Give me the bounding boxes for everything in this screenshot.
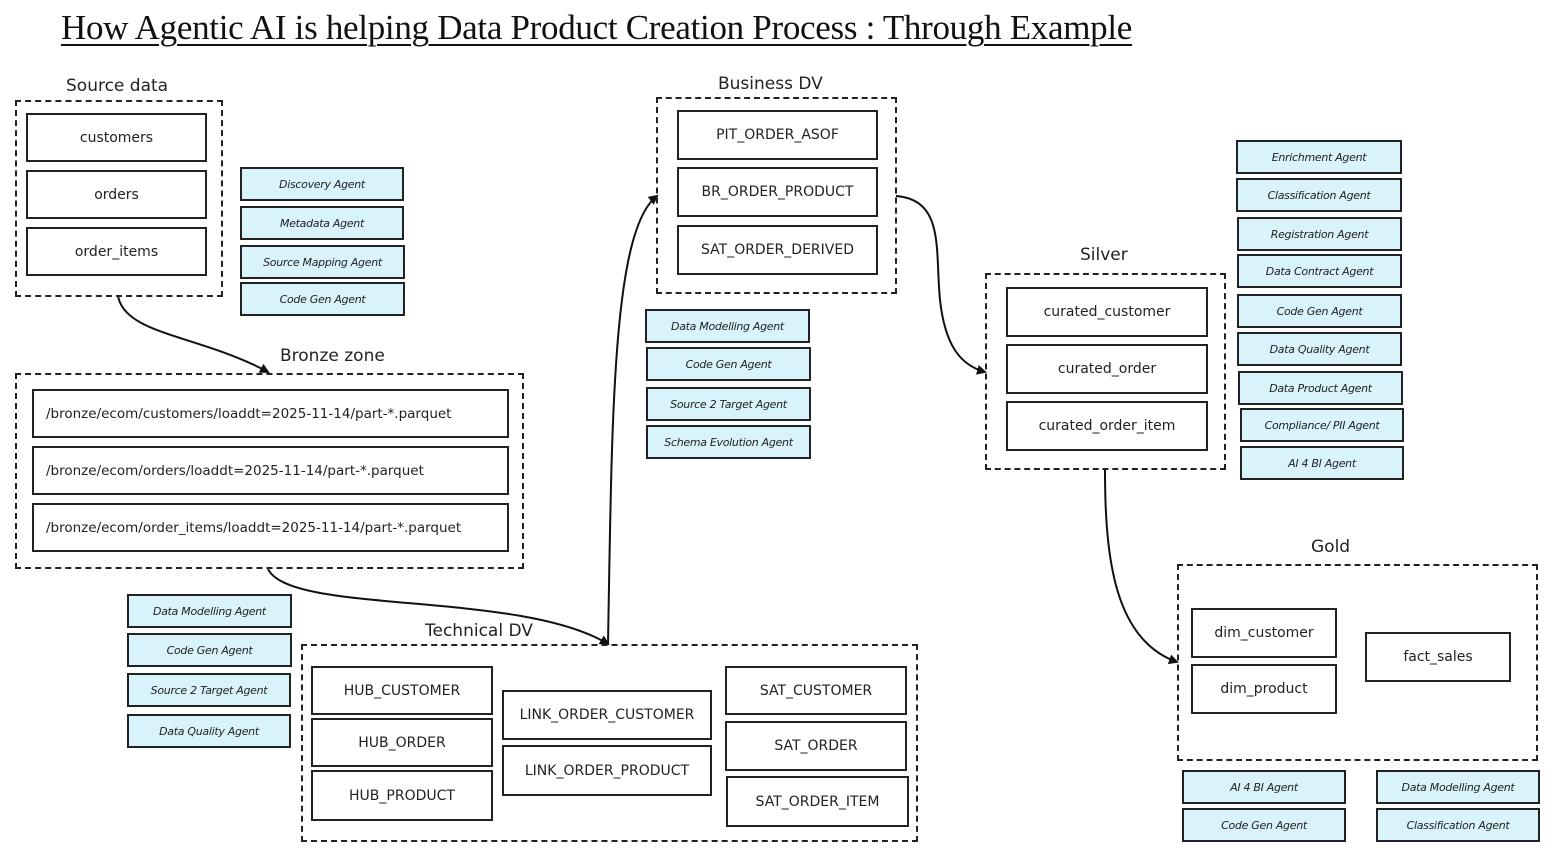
bronze-table[interactable]: /bronze/ecom/orders/loaddt=2025-11-14/pa… — [32, 446, 509, 495]
hub-table[interactable]: HUB_ORDER — [311, 718, 493, 767]
business-table[interactable]: SAT_ORDER_DERIVED — [677, 225, 878, 275]
agent-box[interactable]: Data Modelling Agent — [1376, 770, 1540, 804]
agent-box[interactable]: Code Gen Agent — [1237, 294, 1402, 328]
agent-box[interactable]: Enrichment Agent — [1236, 140, 1402, 174]
agent-box[interactable]: Source 2 Target Agent — [646, 387, 811, 421]
hub-table[interactable]: HUB_PRODUCT — [311, 770, 493, 821]
business-table[interactable]: BR_ORDER_PRODUCT — [677, 167, 878, 217]
agent-box[interactable]: Code Gen Agent — [646, 347, 811, 381]
technical-dv-zone — [301, 644, 918, 842]
silver-label: Silver — [1080, 245, 1128, 265]
arrow-business-to-silver — [895, 195, 987, 375]
agent-box[interactable]: Code Gen Agent — [240, 282, 405, 316]
gold-zone — [1177, 564, 1538, 761]
agent-box[interactable]: Metadata Agent — [240, 206, 404, 240]
agent-box[interactable]: Data Contract Agent — [1237, 254, 1402, 288]
source-table[interactable]: customers — [26, 113, 207, 162]
agent-box[interactable]: Data Product Agent — [1238, 371, 1403, 405]
agent-box[interactable]: Source Mapping Agent — [240, 245, 405, 279]
agent-box[interactable]: Data Quality Agent — [1237, 332, 1402, 366]
bronze-table[interactable]: /bronze/ecom/customers/loaddt=2025-11-14… — [32, 389, 509, 438]
page-title: How Agentic AI is helping Data Product C… — [61, 8, 1133, 47]
hub-table[interactable]: HUB_CUSTOMER — [311, 666, 493, 715]
dim-table[interactable]: dim_customer — [1191, 608, 1337, 658]
sat-table[interactable]: SAT_ORDER — [725, 721, 907, 771]
fact-table[interactable]: fact_sales — [1365, 632, 1511, 682]
source-table[interactable]: orders — [26, 170, 207, 219]
bronze-zone — [15, 373, 524, 569]
gold-label: Gold — [1311, 537, 1351, 557]
business-dv-label: Business DV — [718, 74, 823, 94]
source-data-zone — [15, 100, 223, 297]
agent-box[interactable]: Discovery Agent — [240, 167, 404, 201]
agent-box[interactable]: Code Gen Agent — [127, 633, 292, 667]
agent-box[interactable]: Code Gen Agent — [1182, 808, 1346, 842]
business-table[interactable]: PIT_ORDER_ASOF — [677, 110, 878, 160]
bronze-table[interactable]: /bronze/ecom/order_items/loaddt=2025-11-… — [32, 503, 509, 552]
sat-table[interactable]: SAT_CUSTOMER — [725, 666, 907, 715]
silver-zone — [985, 273, 1226, 470]
agent-box[interactable]: Compliance/ PII Agent — [1240, 408, 1404, 442]
silver-table[interactable]: curated_order — [1006, 344, 1208, 394]
agent-box[interactable]: Registration Agent — [1237, 217, 1402, 251]
arrow-silver-to-gold — [1104, 469, 1179, 665]
sat-table[interactable]: SAT_ORDER_ITEM — [726, 776, 909, 827]
technical-dv-label: Technical DV — [425, 621, 533, 641]
agent-box[interactable]: AI 4 BI Agent — [1240, 446, 1404, 480]
link-table[interactable]: LINK_ORDER_PRODUCT — [502, 745, 712, 796]
agent-box[interactable]: Classification Agent — [1376, 808, 1540, 842]
source-data-label: Source data — [66, 76, 169, 96]
agent-box[interactable]: Data Modelling Agent — [127, 594, 292, 628]
agent-box[interactable]: Source 2 Target Agent — [127, 673, 291, 707]
business-dv-zone — [656, 97, 897, 294]
silver-table[interactable]: curated_order_item — [1006, 401, 1208, 451]
agent-box[interactable]: AI 4 BI Agent — [1182, 770, 1346, 804]
link-table[interactable]: LINK_ORDER_CUSTOMER — [502, 690, 712, 740]
bronze-zone-label: Bronze zone — [280, 346, 385, 366]
agent-box[interactable]: Data Quality Agent — [127, 714, 291, 748]
dim-table[interactable]: dim_product — [1191, 664, 1337, 714]
source-table[interactable]: order_items — [26, 227, 207, 276]
agent-box[interactable]: Schema Evolution Agent — [646, 425, 811, 459]
silver-table[interactable]: curated_customer — [1006, 287, 1208, 337]
agent-box[interactable]: Classification Agent — [1236, 178, 1402, 212]
agent-box[interactable]: Data Modelling Agent — [645, 309, 810, 343]
